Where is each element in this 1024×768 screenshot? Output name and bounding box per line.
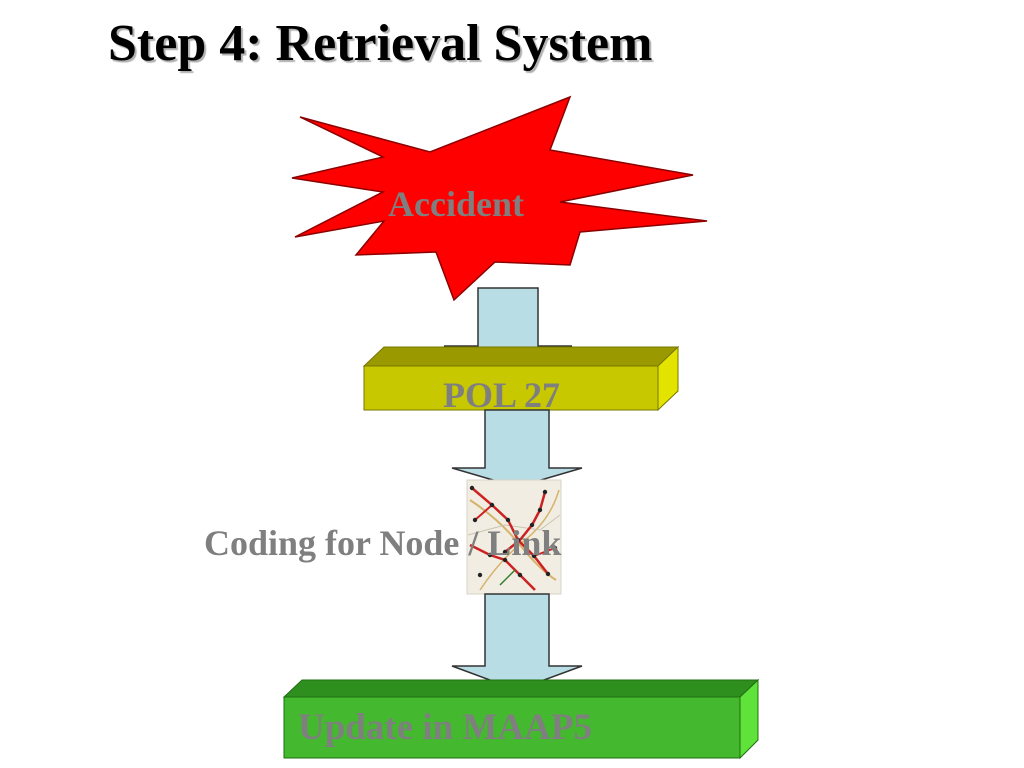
update-maap5-box xyxy=(282,678,760,760)
update-maap5-label: Update in MAAP5 xyxy=(298,707,592,748)
coding-node-link-label: Coding for Node / Link xyxy=(204,523,562,563)
page-title: Step 4: Retrieval System xyxy=(108,15,653,72)
flow-arrow-3 xyxy=(451,593,583,691)
flow-arrow-2 xyxy=(451,409,583,488)
pol-27-box xyxy=(362,345,680,412)
accident-label: Accident xyxy=(388,184,524,224)
road-network-map-image xyxy=(466,479,562,595)
accident-burst-shape xyxy=(291,95,708,302)
pol-27-label: POL 27 xyxy=(443,375,561,415)
